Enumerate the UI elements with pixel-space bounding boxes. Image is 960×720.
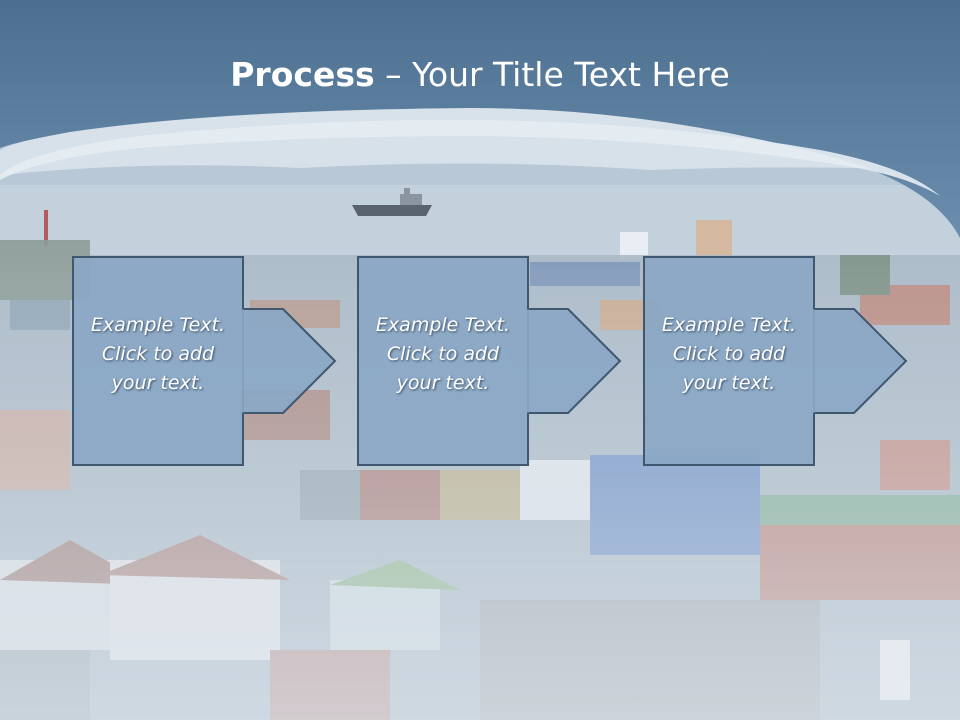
ship-illustration (352, 188, 432, 216)
step-text-line: Example Text. (90, 314, 226, 336)
arrow-shape (643, 256, 908, 466)
header-band (0, 0, 960, 238)
process-step-2[interactable]: Example Text. Click to add your text. (357, 256, 647, 468)
step-text-line: Example Text. (375, 314, 511, 336)
step-text[interactable]: Example Text. Click to add your text. (643, 311, 815, 398)
step-text-line: Click to add (386, 343, 500, 365)
page-title: Process – Your Title Text Here (0, 52, 960, 98)
step-text-line: your text. (396, 372, 490, 394)
step-text-line: Click to add (101, 343, 215, 365)
arrow-shape (357, 256, 622, 466)
step-text-line: your text. (111, 372, 205, 394)
step-text-line: Example Text. (661, 314, 797, 336)
title-rest: – Your Title Text Here (385, 55, 730, 94)
step-text-line: Click to add (672, 343, 786, 365)
step-text[interactable]: Example Text. Click to add your text. (357, 311, 529, 398)
step-text-line: your text. (682, 372, 776, 394)
process-step-3[interactable]: Example Text. Click to add your text. (643, 256, 933, 468)
arrow-shape (72, 256, 337, 466)
step-text[interactable]: Example Text. Click to add your text. (72, 311, 244, 398)
title-bold: Process (230, 55, 375, 94)
process-step-1[interactable]: Example Text. Click to add your text. (72, 256, 362, 468)
